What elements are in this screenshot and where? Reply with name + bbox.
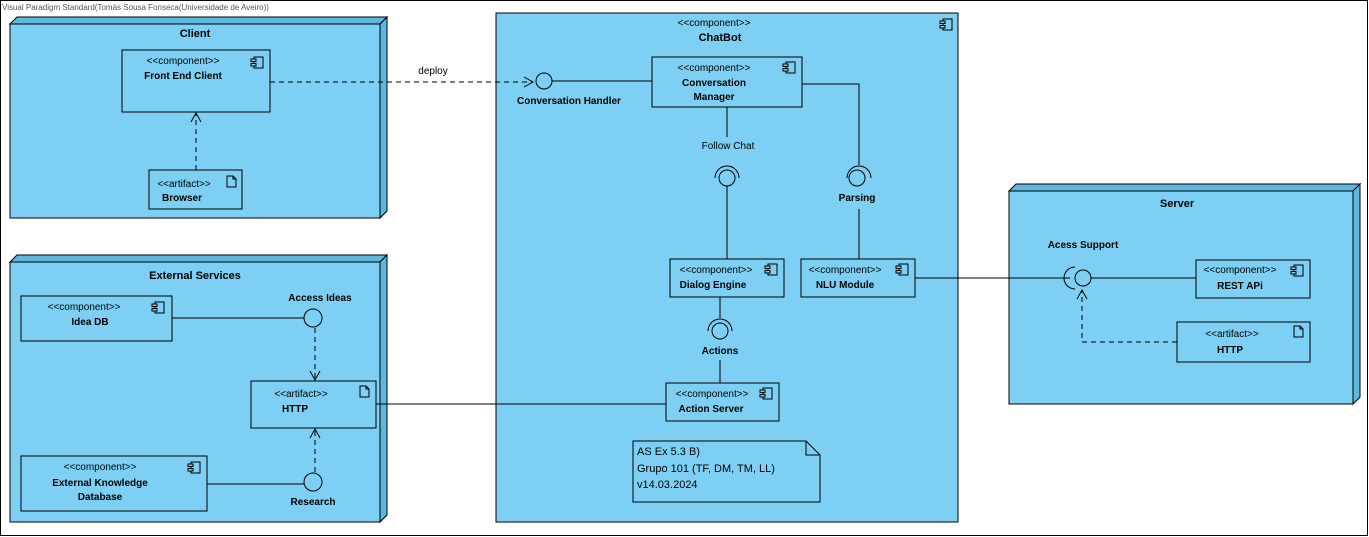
nlu-module-label: NLU Module: [816, 280, 875, 291]
conversation-manager-label-line2: Manager: [693, 92, 734, 103]
front-end-client-label: Front End Client: [144, 71, 222, 82]
note-line-3: v14.03.2024: [637, 479, 698, 491]
conversation-manager-label-line1: Conversation: [682, 78, 746, 89]
acess-support-label: Acess Support: [1048, 240, 1119, 251]
stereotype-label: <<artifact>>: [1205, 329, 1259, 340]
conversation-handler-label: Conversation Handler: [517, 96, 621, 107]
node-client-title: Client: [180, 28, 211, 40]
external-knowledge-label-line1: External Knowledge: [52, 478, 148, 489]
component-icon: [1290, 264, 1304, 277]
stereotype-label: <<component>>: [147, 56, 220, 67]
component-conversation-manager[interactable]: <<component>> Conversation Manager: [651, 56, 803, 108]
note: AS Ex 5.3 B) Grupo 101 (TF, DM, TM, LL) …: [632, 440, 821, 503]
dialog-engine-label: Dialog Engine: [680, 280, 747, 291]
document-icon: [226, 175, 237, 188]
http-external-label: HTTP: [282, 404, 308, 415]
http-server-label: HTTP: [1217, 345, 1243, 356]
component-idea-db[interactable]: <<component>> Idea DB: [20, 295, 173, 342]
stereotype-label: <<artifact>>: [157, 179, 211, 190]
interface-research[interactable]: [303, 472, 323, 492]
deploy-label: deploy: [418, 66, 447, 77]
interface-parsing[interactable]: [846, 165, 872, 187]
interface-conversation-handler[interactable]: [535, 72, 553, 90]
artifact-browser[interactable]: <<artifact>> Browser: [148, 169, 243, 210]
component-icon: [764, 263, 778, 276]
stereotype-label: <<component>>: [678, 18, 751, 29]
idea-db-label: Idea DB: [71, 317, 108, 328]
access-ideas-label: Access Ideas: [288, 293, 352, 304]
component-external-knowledge-database[interactable]: <<component>> External Knowledge Databas…: [20, 455, 208, 512]
rest-api-label: REST APi: [1217, 281, 1263, 292]
document-icon: [1293, 325, 1304, 338]
interface-actions[interactable]: [707, 318, 733, 340]
follow-chat-label: Follow Chat: [702, 141, 755, 152]
artifact-http-external[interactable]: <<artifact>> HTTP: [250, 380, 377, 429]
component-nlu-module[interactable]: <<component>> NLU Module: [800, 258, 916, 298]
actions-label: Actions: [702, 346, 739, 357]
stereotype-label: <<component>>: [48, 302, 121, 313]
stereotype-label: <<component>>: [676, 389, 749, 400]
connector-manager-parsing: [802, 83, 860, 165]
component-dialog-engine[interactable]: <<component>> Dialog Engine: [669, 258, 785, 298]
document-icon: [359, 385, 370, 398]
component-icon: [782, 61, 796, 74]
external-knowledge-label-line2: Database: [78, 492, 123, 503]
component-rest-api[interactable]: <<component>> REST APi: [1195, 259, 1311, 299]
browser-label: Browser: [162, 193, 202, 204]
component-icon: [151, 301, 165, 314]
stereotype-label: <<component>>: [64, 462, 137, 473]
research-label: Research: [290, 497, 335, 508]
node-server-title: Server: [1160, 198, 1195, 210]
component-icon: [250, 56, 264, 69]
component-action-server[interactable]: <<component>> Action Server: [665, 382, 780, 422]
artifact-http-server[interactable]: <<artifact>> HTTP: [1176, 321, 1311, 363]
stereotype-label: <<component>>: [1204, 265, 1277, 276]
stereotype-label: <<artifact>>: [274, 389, 328, 400]
dependency-http-acesssupport: [1076, 288, 1177, 343]
parsing-label: Parsing: [839, 193, 876, 204]
component-icon: [939, 18, 953, 31]
component-icon: [187, 461, 201, 474]
interface-access-ideas[interactable]: [303, 308, 323, 328]
component-front-end-client[interactable]: <<component>> Front End Client: [121, 49, 271, 113]
stereotype-label: <<component>>: [680, 265, 753, 276]
stereotype-label: <<component>>: [678, 63, 751, 74]
component-icon: [895, 263, 909, 276]
stereotype-label: <<component>>: [809, 265, 882, 276]
node-external-title: External Services: [149, 270, 241, 282]
action-server-label: Action Server: [678, 404, 743, 415]
component-icon: [759, 387, 773, 400]
note-line-1: AS Ex 5.3 B): [637, 446, 700, 458]
note-line-2: Grupo 101 (TF, DM, TM, LL): [637, 463, 775, 475]
watermark-text: Visual Paradigm Standard(Tomás Sousa Fon…: [2, 3, 269, 12]
chatbot-title: ChatBot: [699, 32, 742, 44]
